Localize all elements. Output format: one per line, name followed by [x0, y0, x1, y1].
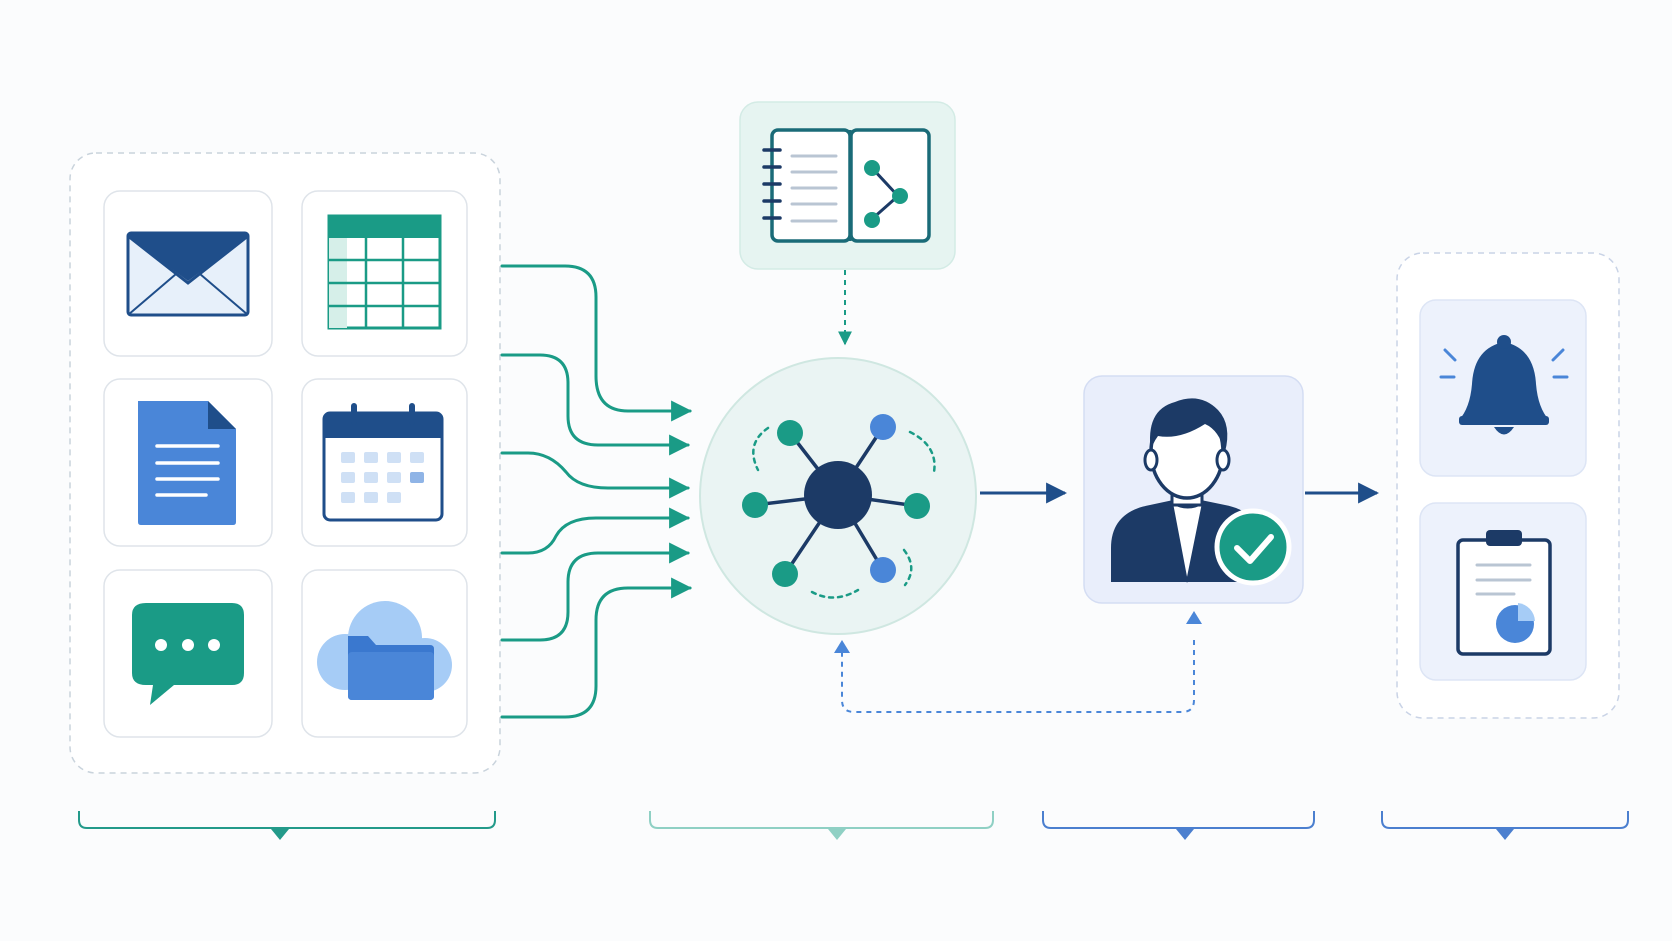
review-bracket: [1042, 811, 1315, 840]
network-hub-icon: [742, 414, 936, 599]
cloud-folder-icon: [317, 601, 452, 700]
sources-bracket: [78, 811, 496, 840]
knowledge-book-icon: [762, 128, 931, 243]
email-icon: [126, 231, 250, 317]
calendar-icon: [322, 403, 444, 522]
report-clipboard-icon: [1456, 530, 1552, 656]
processing-bracket: [649, 811, 994, 840]
source-connectors: [500, 264, 693, 719]
approved-user-icon: [1111, 398, 1292, 586]
feedback-arrow-reviewer: [1186, 611, 1202, 624]
feedback-arrow-hub: [834, 640, 850, 653]
spreadsheet-icon: [327, 214, 442, 330]
feedback-loop-connector: [841, 640, 1195, 713]
notification-bell-icon: [1439, 335, 1569, 435]
document-icon: [138, 401, 236, 525]
chat-icon: [132, 603, 244, 705]
output-bracket: [1381, 811, 1629, 840]
